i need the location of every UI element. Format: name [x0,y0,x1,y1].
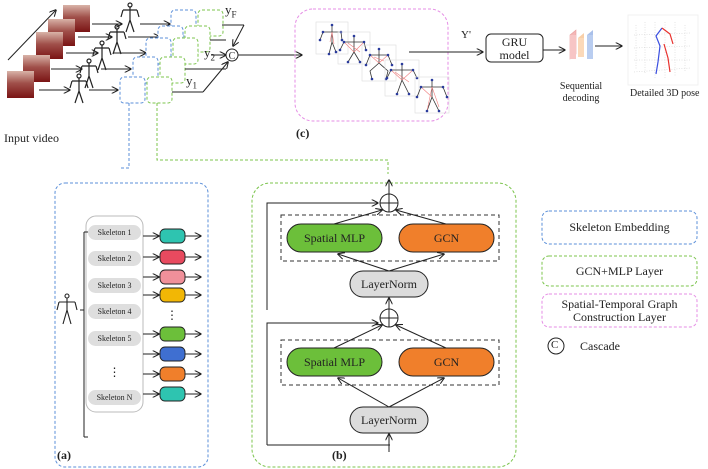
y-1-label: y1 [186,73,197,91]
y-prime-label: Y' [461,29,471,41]
layernorm-label-lower: LayerNorm [361,413,417,427]
gcn-node [398,347,495,377]
embedding-block [159,326,186,342]
skeleton-bracket [80,231,88,438]
st-graph-panel [294,8,449,122]
gru-model-label: GRU model [486,36,543,62]
3d-pose-plot [627,14,699,86]
skeleton-pill [88,390,141,405]
skeleton-label: Skeleton 5 [97,334,132,343]
video-frame [7,71,34,98]
time-arrow [7,10,56,61]
gcn-mlp-panel [251,182,517,468]
embedding-ellipsis: ⋮ [166,308,178,322]
input-skeleton-icon [56,293,78,325]
spatial-mlp-label-lower: Spatial MLP [303,355,365,369]
detailed-3d-pose-label: Detailed 3D pose [630,88,700,99]
sequential-line2: decoding [562,93,600,104]
skeleton-ellipsis: ⋮ [108,365,121,379]
embedding-block [159,249,186,265]
panel-b-label: (b) [332,448,347,462]
video-frame [36,32,63,59]
spatial-mlp-label-upper: Spatial MLP [303,231,365,245]
legend-st-graph-line2: Construction Layer [573,309,666,324]
skeleton-sequence [69,2,140,104]
residual-connection [266,323,378,445]
layernorm-label-upper: LayerNorm [361,277,417,291]
skeleton-pill [88,251,141,266]
embedding-blocks: ⋮ [143,228,201,402]
gcn-mlp-block-upper [266,180,500,310]
legend-st-graph-line1: Spatial-Temporal Graph [561,296,678,311]
legend-skeleton-embedding-swatch [541,210,698,245]
panel-c-label: (c) [296,126,310,140]
gcn-mlp-block-lower [266,308,500,452]
skeleton-label: Skeleton 3 [97,281,132,290]
skeleton-pill [88,278,141,293]
gcn-label-lower: GCN [433,355,460,369]
gru-label-line2: model [499,48,530,62]
legend-st-graph-label: Spatial-Temporal Graph Construction Laye… [542,294,697,327]
embedding-block [159,386,186,402]
skeleton-pill [88,304,141,319]
legend [541,210,698,355]
blue-connector [120,103,130,169]
skeleton-label: Skeleton 4 [97,307,132,316]
parallel-branch-box [280,339,500,386]
skeleton-pill [88,331,141,346]
gru-model-box [485,33,544,63]
y-2-label: y2 [204,45,215,63]
sequential-decoding-blocks [569,29,593,60]
graph-skeletons [315,21,450,114]
stacked-blocks [119,9,224,104]
skeleton-label: Skeleton 1 [97,228,132,237]
skeleton-label: Skeleton 2 [97,254,132,263]
panel-a-label: (a) [57,448,71,462]
gru-label-line1: GRU [501,35,528,49]
frame-arrows [39,24,122,90]
cascade-symbol: C [551,339,559,351]
cascade-node: C [225,48,239,62]
y-f-label: yF [225,2,237,20]
input-video-frames [7,5,90,98]
input-video-label: Input video [4,131,59,145]
green-connector [156,103,389,174]
legend-skeleton-embedding-label: Skeleton Embedding [569,220,670,234]
cascade-lines [172,24,245,93]
skeleton-embedding-panel [54,182,209,468]
sequential-decoding-label: Sequential decoding [556,81,606,105]
cascade-icon [547,337,565,355]
embedding-block [159,269,186,285]
skeleton-pill [88,225,141,240]
legend-gcn-mlp-label: GCN+MLP Layer [575,263,664,278]
embedding-block [159,228,186,244]
sequential-line1: Sequential [559,81,603,92]
gcn-node [398,223,495,253]
legend-cascade-label: Cascade [580,339,620,353]
residual-connection [266,203,378,310]
gcn-label-upper: GCN [433,231,460,245]
skeleton-arrows [89,24,170,90]
skeleton-label: Skeleton N [96,393,133,402]
skeleton-pills [88,225,141,405]
embedding-block [159,346,186,362]
embedding-block [159,366,186,382]
legend-st-graph-swatch [541,293,698,328]
parallel-branch-box [280,214,500,262]
legend-gcn-mlp-swatch [541,255,698,287]
embedding-block [159,287,186,303]
svg-text:C: C [229,51,236,62]
